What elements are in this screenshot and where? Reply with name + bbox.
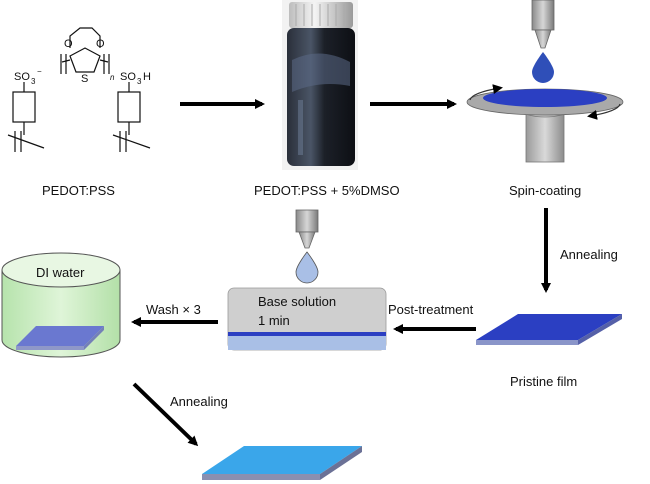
label-base-solution: Base solution: [258, 294, 337, 309]
so3h-right-label: SO: [120, 71, 136, 83]
n-subscript: n: [110, 73, 115, 82]
label-spin-coating: Spin-coating: [509, 183, 582, 198]
process-arrows: [131, 99, 551, 447]
final-film: [202, 446, 362, 480]
s-ring-label: S: [81, 73, 88, 85]
pedot-pss-structure: [7, 27, 151, 152]
label-time: 1 min: [258, 313, 290, 328]
label-pedot-pss-dmso: PEDOT:PSS + 5%DMSO: [254, 183, 400, 198]
label-di-water: DI water: [36, 265, 85, 280]
so3-left-charge: −: [37, 67, 42, 76]
label-pristine-film: Pristine film: [510, 374, 578, 389]
o-top-left-label: O: [64, 38, 73, 50]
label-post-treatment: Post-treatment: [388, 302, 474, 317]
spin-coater: [466, 0, 624, 163]
so3h-right-h: H: [143, 71, 151, 83]
vial-photo: [282, 0, 358, 170]
label-wash: Wash × 3: [146, 302, 201, 317]
molecule-labels: SO 3 − O O S n SO 3 H: [14, 38, 151, 86]
so3h-right-subscript: 3: [137, 77, 142, 86]
di-water-beaker: [1, 252, 121, 358]
so3-left-subscript: 3: [31, 77, 36, 86]
arrow-annealing-diagonal: [132, 382, 199, 447]
o-top-right-label: O: [96, 38, 105, 50]
base-solution-bath: [227, 209, 387, 351]
pristine-film: [476, 314, 622, 345]
base-drop-icon: [295, 251, 319, 284]
label-annealing-1: Annealing: [560, 247, 618, 262]
so3-left-label: SO: [14, 71, 30, 83]
label-annealing-2: Annealing: [170, 394, 228, 409]
blue-drop-icon: [532, 52, 554, 83]
label-pedot-pss: PEDOT:PSS: [42, 183, 115, 198]
